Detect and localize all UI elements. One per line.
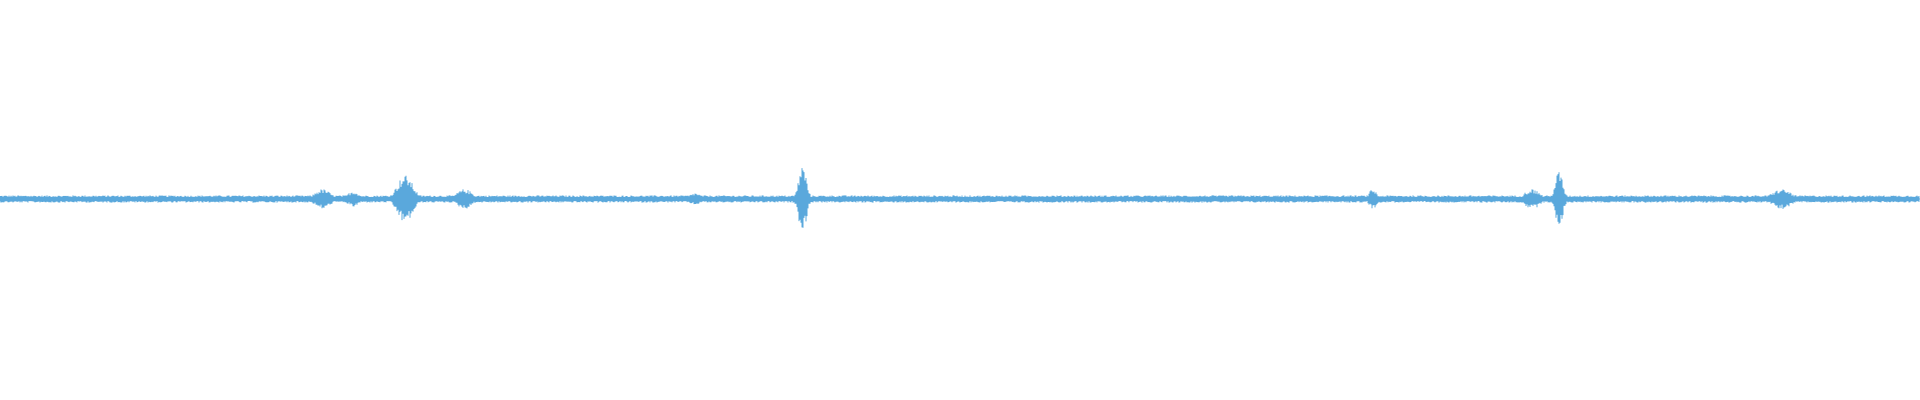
waveform-trace: [0, 168, 1920, 228]
